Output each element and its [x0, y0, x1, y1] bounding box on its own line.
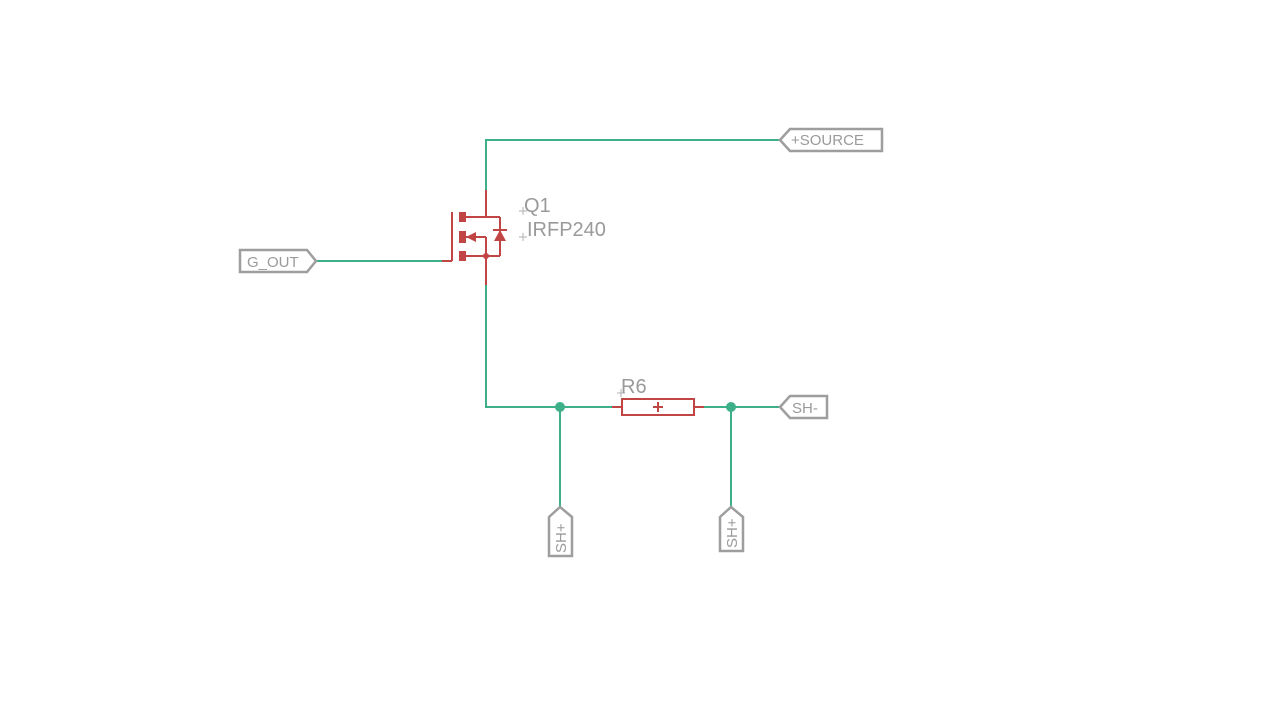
net-label-sh-plus-left-text: SH+ [553, 523, 570, 553]
q1-name: Q1 [524, 195, 551, 217]
net-label-source[interactable]: +SOURCE [778, 127, 884, 153]
net-label-sh-minus[interactable]: SH- [778, 394, 829, 420]
wires [316, 139, 780, 507]
net-label-g-out-text: G_OUT [247, 254, 299, 271]
net-label-source-text: +SOURCE [791, 132, 864, 149]
net-label-g-out[interactable]: G_OUT [238, 248, 318, 274]
junction-left [555, 402, 565, 412]
junction-right [726, 402, 736, 412]
resistor-r6-symbol[interactable] [612, 398, 704, 416]
r6-name: R6 [621, 376, 647, 398]
net-label-sh-plus-right-text: SH+ [724, 518, 741, 548]
net-label-sh-plus-right[interactable]: SH+ [718, 505, 745, 553]
wire-drain-net[interactable] [485, 285, 622, 408]
q1-value: IRFP240 [527, 219, 606, 241]
net-label-sh-plus-left[interactable]: SH+ [547, 505, 574, 558]
wire-source-net[interactable] [485, 139, 780, 190]
net-label-sh-minus-text: SH- [792, 400, 818, 417]
mosfet-q1-symbol[interactable] [442, 190, 507, 285]
